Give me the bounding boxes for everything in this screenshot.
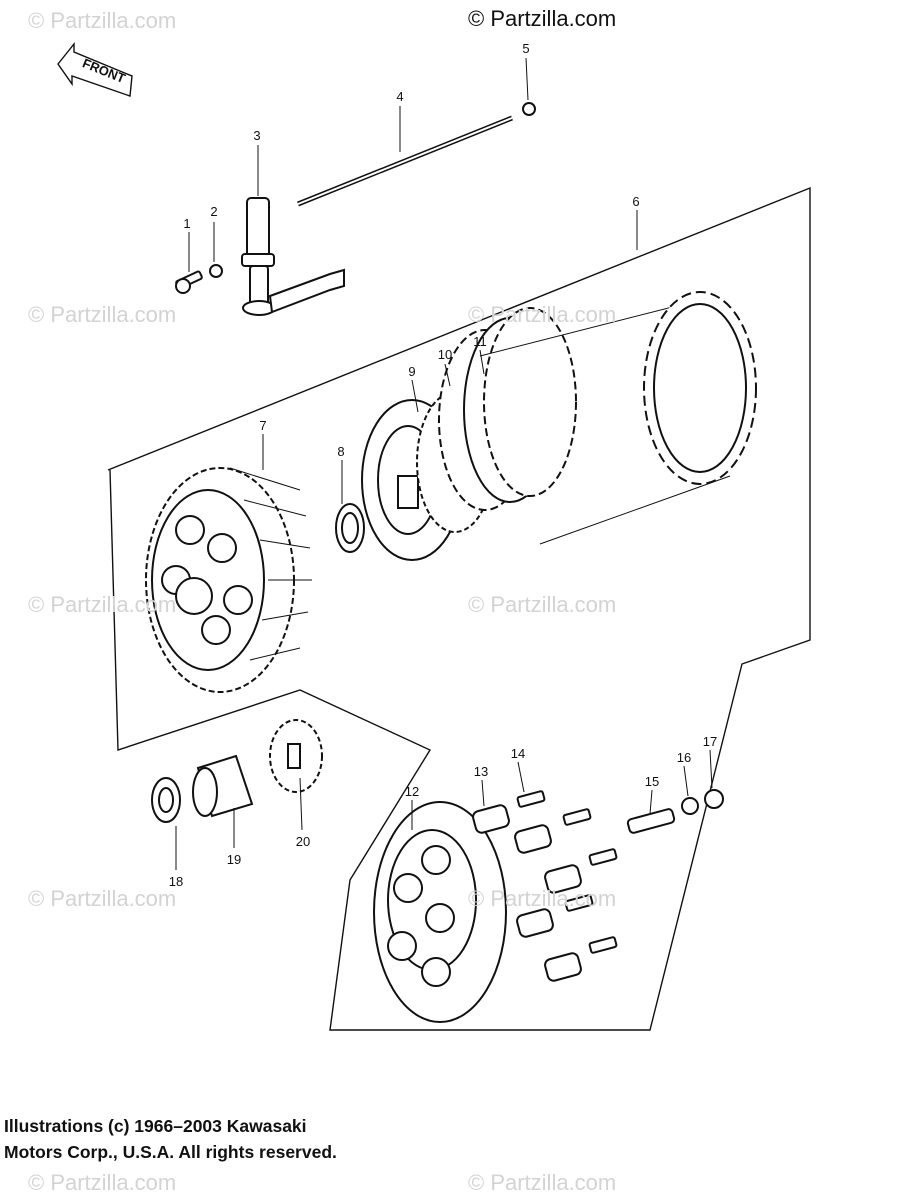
watermark: © Partzilla.com: [28, 8, 177, 33]
callout-9: 9: [408, 364, 415, 379]
callout-12: 12: [405, 784, 419, 799]
watermark: © Partzilla.com: [468, 592, 617, 617]
footer-line-1: Illustrations (c) 1966–2003 Kawasaki: [4, 1116, 307, 1136]
callout-8: 8: [337, 444, 344, 459]
watermark: © Partzilla.com: [28, 592, 177, 617]
bolt-1: [175, 270, 203, 294]
spring-bolts: [516, 790, 618, 954]
washer-2: [209, 264, 223, 278]
steel-ball: [522, 102, 536, 116]
clutch-plates: [438, 299, 731, 545]
adjusting-screw: [626, 808, 676, 834]
friction-plate: [643, 291, 757, 485]
callout-19: 19: [227, 852, 241, 867]
callout-20: 20: [296, 834, 310, 849]
callout-5: 5: [522, 41, 529, 56]
primary-gear: [269, 719, 323, 793]
callout-10: 10: [438, 347, 452, 362]
callout-13: 13: [474, 764, 488, 779]
callout-6: 6: [632, 194, 639, 209]
clutch-springs: [472, 804, 582, 982]
callout-2: 2: [210, 204, 217, 219]
footer-line-2: Motors Corp., U.S.A. All rights reserved…: [4, 1142, 337, 1162]
callout-16: 16: [677, 750, 691, 765]
watermark: © Partzilla.com: [28, 302, 177, 327]
copyright-text: © Partzilla.com: [468, 6, 617, 31]
washer-16: [681, 797, 699, 815]
callout-18: 18: [169, 874, 183, 889]
assembly-outline: [107, 186, 811, 1031]
callout-3: 3: [253, 128, 260, 143]
callout-1: 1: [183, 216, 190, 231]
push-rod: [297, 115, 513, 207]
watermark: © Partzilla.com: [468, 886, 617, 911]
callout-15: 15: [645, 774, 659, 789]
sleeve: [192, 754, 254, 818]
callout-17: 17: [703, 734, 717, 749]
leader-lines: [175, 57, 713, 870]
watermark: © Partzilla.com: [28, 1170, 177, 1195]
pressure-plate: [373, 801, 507, 1023]
front-arrow-icon: FRONT: [57, 42, 133, 97]
clutch-housing: [145, 467, 312, 693]
locknut: [704, 789, 724, 809]
callout-11: 11: [473, 334, 487, 349]
callout-7: 7: [259, 418, 266, 433]
release-lever: [241, 197, 345, 316]
watermark: © Partzilla.com: [468, 302, 617, 327]
callout-14: 14: [511, 746, 525, 761]
callout-4: 4: [396, 89, 403, 104]
footer-credit: Illustrations (c) 1966–2003 Kawasaki Mot…: [4, 1113, 337, 1165]
watermark: © Partzilla.com: [468, 1170, 617, 1195]
watermark: © Partzilla.com: [28, 886, 177, 911]
